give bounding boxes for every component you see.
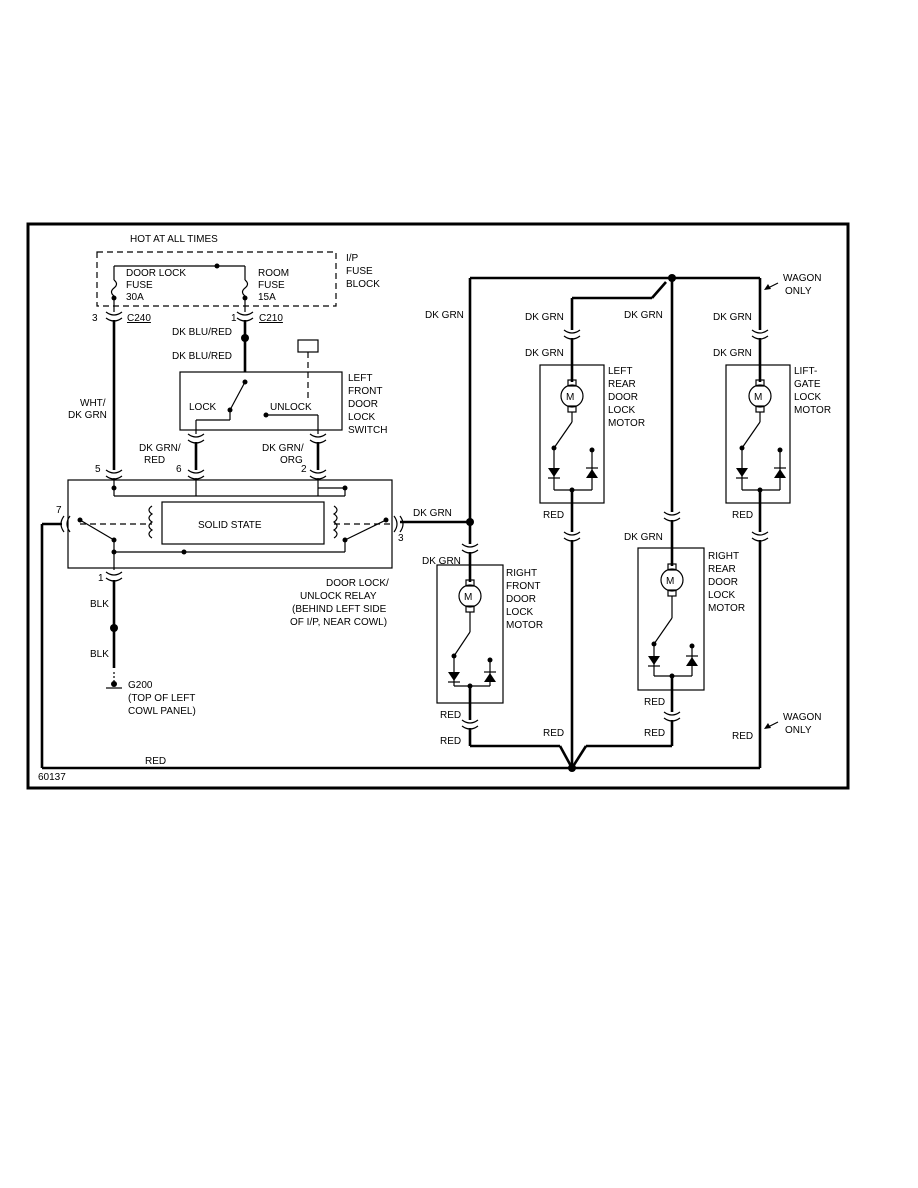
hot-at-all-times-label: HOT AT ALL TIMES	[130, 234, 218, 245]
lr-motor-symbol: M	[566, 392, 574, 403]
diagram-id: 60137	[38, 772, 66, 783]
wire-label-red-lg-2: RED	[732, 731, 753, 742]
wire-label-dk-grn-rr-1: DK GRN	[624, 310, 663, 321]
right-front-door-lock-motor: M	[436, 552, 504, 720]
wire-label-red-rf-2: RED	[440, 736, 461, 747]
wire-label-dk-grn-lr-2: DK GRN	[525, 348, 564, 359]
wire-label-red-lr: RED	[543, 510, 564, 521]
wagon-only-arrow-top	[764, 282, 779, 290]
door-lock-unlock-relay	[60, 469, 404, 582]
wire-label-wht-dk-grn: WHT/DK GRN	[68, 398, 107, 421]
wagon-only-arrow-bottom	[764, 721, 779, 729]
left-rear-door-lock-motor: M	[539, 338, 605, 532]
wire-label-dk-grn-org: DK GRN/ORG	[262, 443, 304, 466]
right-rear-door-lock-motor: M	[637, 520, 705, 712]
c240-connector	[105, 311, 123, 322]
diagram-frame	[26, 222, 850, 790]
wire-label-dk-blu-red-1: DK BLU/RED	[172, 327, 232, 338]
ground-symbol	[106, 672, 122, 689]
wire-label-blk-1: BLK	[90, 599, 109, 610]
relay-pin-1: 1	[98, 573, 104, 584]
fuse-block	[96, 251, 337, 312]
wire-label-dk-grn-red: DK GRN/RED	[139, 443, 181, 466]
lg-motor-symbol: M	[754, 392, 762, 403]
wire-label-red-lg-1: RED	[732, 510, 753, 521]
wire-label-dk-grn-rr-2: DK GRN	[624, 532, 663, 543]
liftgate-lock-motor: M	[725, 338, 791, 532]
wire-label-dk-grn-lg-2: DK GRN	[713, 348, 752, 359]
wire-label-red-rf-1: RED	[440, 710, 461, 721]
c210-label: C210	[259, 313, 283, 324]
wire-label-red-rr-1: RED	[644, 697, 665, 708]
wire-label-dk-grn-lg-1: DK GRN	[713, 312, 752, 323]
wire-label-dk-grn-bus: DK GRN	[425, 310, 464, 321]
rr-motor-symbol: M	[666, 576, 674, 587]
relay-pin-7: 7	[56, 505, 62, 516]
switch-unlock-label: UNLOCK	[270, 402, 312, 413]
relay-pin-3: 3	[398, 533, 404, 544]
c210-connector	[236, 311, 254, 322]
c210-pin: 1	[231, 313, 237, 324]
wire-label-red-rr-2: RED	[644, 728, 665, 739]
c240-label: C240	[127, 313, 151, 324]
wire-label-blk-2: BLK	[90, 649, 109, 660]
rf-motor-symbol: M	[464, 592, 472, 603]
wire-label-dk-grn-rf: DK GRN	[422, 556, 461, 567]
wire-label-dk-grn-lr-1: DK GRN	[525, 312, 564, 323]
switch-lock-label: LOCK	[189, 402, 217, 413]
c240-pin: 3	[92, 313, 98, 324]
relay-pin-6: 6	[176, 464, 182, 475]
wire-label-red-center: RED	[543, 728, 564, 739]
wire-label-dk-grn-relay: DK GRN	[413, 508, 452, 519]
wire-label-red-bottom: RED	[145, 756, 166, 767]
wire-label-dk-blu-red-2: DK BLU/RED	[172, 351, 232, 362]
relay-pin-5: 5	[95, 464, 101, 475]
relay-pin-2: 2	[301, 464, 307, 475]
relay-solid-state-label: SOLID STATE	[198, 520, 262, 531]
left-front-door-lock-switch	[179, 339, 343, 434]
